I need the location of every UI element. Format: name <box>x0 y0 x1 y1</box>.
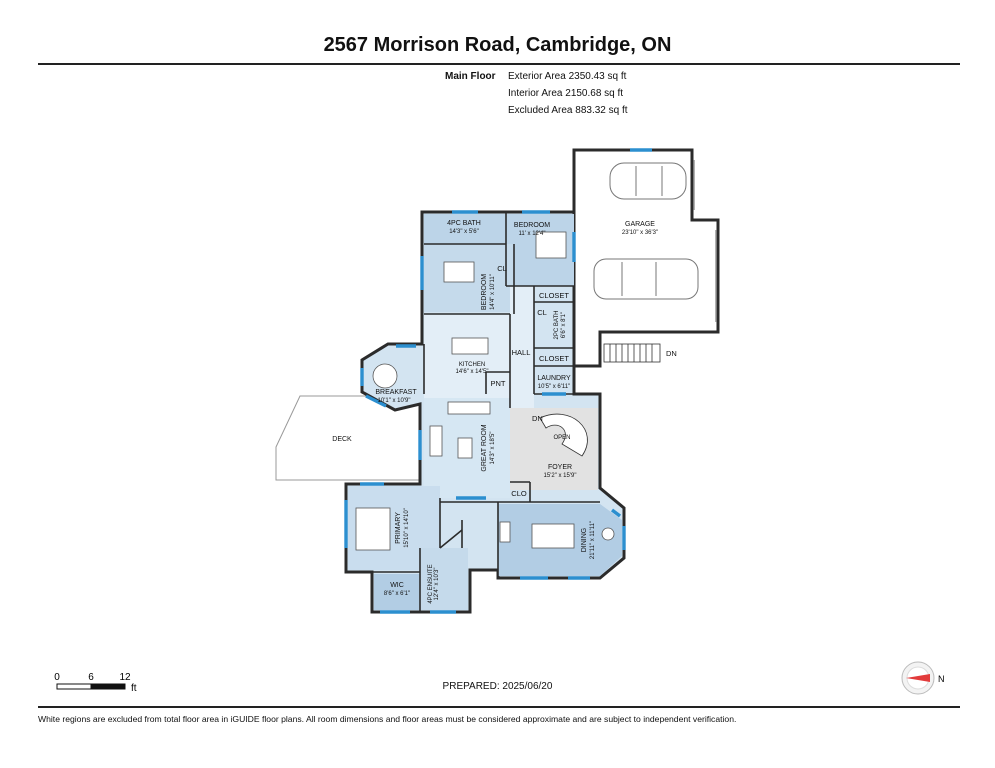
ensuite-fill <box>420 548 468 610</box>
interior-area: Interior Area 2150.68 sq ft <box>508 88 624 99</box>
dining-dims: 21'11" x 11'11" <box>590 521 596 559</box>
bedroom-top-label: BEDROOM <box>514 222 550 229</box>
cl-b-label: CL <box>537 308 547 317</box>
foyer-dims: 15'2" x 15'9" <box>544 473 577 479</box>
compass-label: N <box>938 674 945 684</box>
stair-dn-foyer: DN <box>532 414 543 423</box>
bath2-dims: 6'6" x 8'1" <box>561 312 567 338</box>
scale-bar: 0 6 12 ft <box>54 672 137 694</box>
great-room-label: GREAT ROOM <box>481 424 488 471</box>
breakfast-dims: 10'1" x 10'9" <box>378 398 411 404</box>
wic-label: WIC <box>390 582 404 589</box>
cl-a-label: CL <box>497 264 507 273</box>
wic-dims: 8'6" x 6'1" <box>384 591 410 597</box>
bath4-label: 4PC BATH <box>447 220 481 227</box>
page-title: 2567 Morrison Road, Cambridge, ON <box>323 34 672 56</box>
primary-label: PRIMARY <box>395 512 402 544</box>
closet-b-label: CLOSET <box>539 354 569 363</box>
stair-dn-garage: DN <box>666 349 677 358</box>
foyer-stair <box>539 413 588 457</box>
garage-dims: 23'10" x 36'3" <box>622 230 658 236</box>
prepared-date: PREPARED: 2025/06/20 <box>442 681 553 692</box>
garage-label: GARAGE <box>625 221 655 228</box>
car-bottom <box>593 258 699 300</box>
kitchen-label: KITCHEN <box>459 362 485 368</box>
laundry-dims: 10'5" x 6'11" <box>538 384 570 390</box>
garage <box>572 148 720 368</box>
floor-name: Main Floor <box>445 71 496 82</box>
disclaimer: White regions are excluded from total fl… <box>38 714 737 724</box>
bath4-dims: 14'3" x 5'6" <box>449 229 479 235</box>
pnt-label: PNT <box>491 379 506 388</box>
stair-open: OPEN <box>553 435 570 441</box>
ensuite-dims: 12'4" x 10'3" <box>434 568 440 601</box>
bedroom2-dims: 14'4" x 10'11" <box>490 274 496 310</box>
hall-label: HALL <box>512 348 531 357</box>
windows <box>344 148 652 614</box>
foyer-label: FOYER <box>548 464 572 471</box>
footer-divider <box>38 706 960 708</box>
dining-label: DINING <box>581 528 588 553</box>
scale-tick-0: 0 <box>54 672 60 683</box>
interior-walls <box>372 212 600 612</box>
wic-fill <box>374 574 420 610</box>
scale-unit: ft <box>131 683 137 694</box>
closet-a-label: CLOSET <box>539 291 569 300</box>
bath4-fill <box>424 214 506 244</box>
great-room-dims: 14'3" x 18'5" <box>490 432 496 465</box>
excluded-area: Excluded Area 883.32 sq ft <box>508 105 628 116</box>
kitchen-fill <box>424 314 510 398</box>
breakfast-label: BREAKFAST <box>375 389 417 396</box>
exterior-area: Exterior Area 2350.43 sq ft <box>508 71 627 82</box>
scale-tick-12: 12 <box>119 672 131 683</box>
scale-tick-6: 6 <box>88 672 94 683</box>
bedroom-top-dims: 11' x 12'4" <box>519 231 546 237</box>
bedroom2-label: BEDROOM <box>481 274 488 310</box>
primary-dims: 15'10" x 14'10" <box>404 508 410 548</box>
laundry-label: LAUNDRY <box>537 375 571 382</box>
header-divider <box>38 63 960 65</box>
furniture <box>355 231 615 551</box>
clo-label: CLO <box>511 489 527 498</box>
compass-icon: N <box>901 661 945 695</box>
garage-stairs <box>603 343 661 363</box>
deck-label: DECK <box>332 436 352 443</box>
bath2-label: 2PC BATH <box>554 311 560 340</box>
kitchen-dims: 14'6" x 14'5" <box>456 369 489 375</box>
car-top <box>609 162 687 200</box>
ensuite-label: 4PC ENSUITE <box>428 564 434 603</box>
